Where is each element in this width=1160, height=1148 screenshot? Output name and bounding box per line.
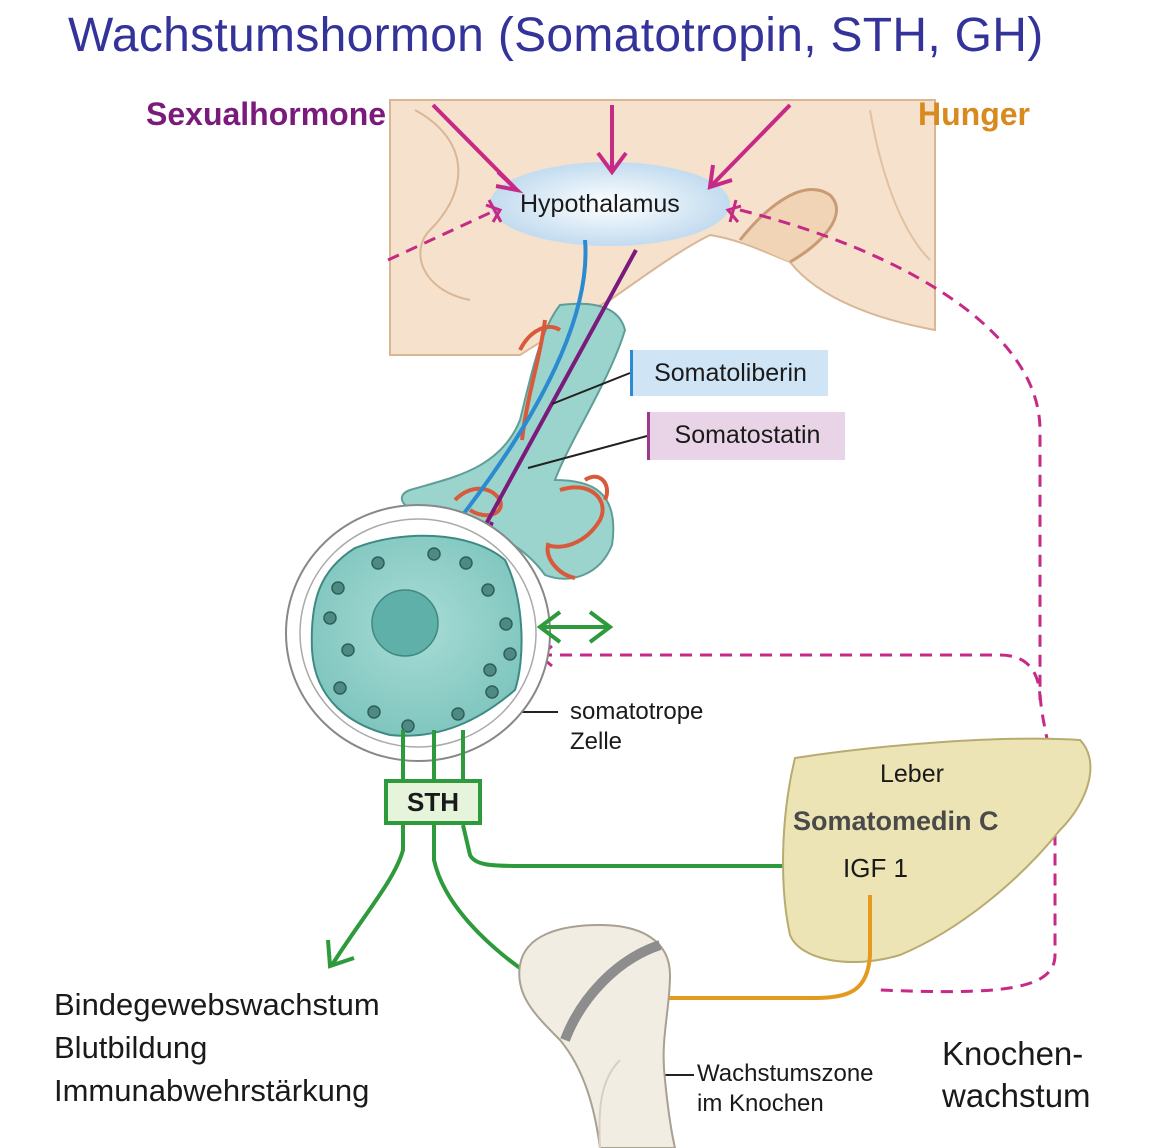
sth-effects-list: Bindegewebswachstum Blutbildung Immunabw… bbox=[54, 983, 474, 1112]
liver-label: Leber bbox=[880, 760, 944, 788]
effect-item: Bindegewebswachstum bbox=[54, 987, 380, 1022]
somatomedin-label: Somatomedin C bbox=[793, 806, 999, 836]
hypothalamus-input-arrows bbox=[431, 103, 792, 194]
somatoliberin-label: Somatoliberin bbox=[654, 359, 807, 387]
bone bbox=[518, 923, 677, 1148]
hunger-label: Hunger bbox=[918, 96, 1030, 132]
liver-shape bbox=[782, 737, 1092, 964]
sexualhormone-label: Sexualhormone bbox=[146, 96, 387, 132]
sth-box: STH bbox=[384, 779, 482, 825]
effect-item: Immunabwehrstärkung bbox=[54, 1073, 370, 1108]
hypothalamus-ellipse bbox=[490, 162, 730, 246]
feedback-lines bbox=[387, 208, 1057, 994]
somatostatin-label: Somatostatin bbox=[674, 421, 821, 449]
somatoliberin-tag: Somatoliberin bbox=[630, 350, 828, 396]
sth-secretion-lines bbox=[401, 730, 465, 779]
bone-growth-label: Knochen-wachstum bbox=[942, 1035, 1091, 1114]
somatostatin-tag: Somatostatin bbox=[647, 412, 845, 460]
cell-stimulus-arrow bbox=[536, 610, 614, 644]
somatotrope-cell bbox=[285, 504, 551, 762]
effect-item: Blutbildung bbox=[54, 1030, 208, 1065]
igf1-label: IGF 1 bbox=[843, 853, 909, 883]
page-title: Wachstumshormon (Somatotropin, STH, GH) bbox=[68, 9, 1044, 62]
hypothalamus-label: Hypothalamus bbox=[520, 190, 680, 218]
